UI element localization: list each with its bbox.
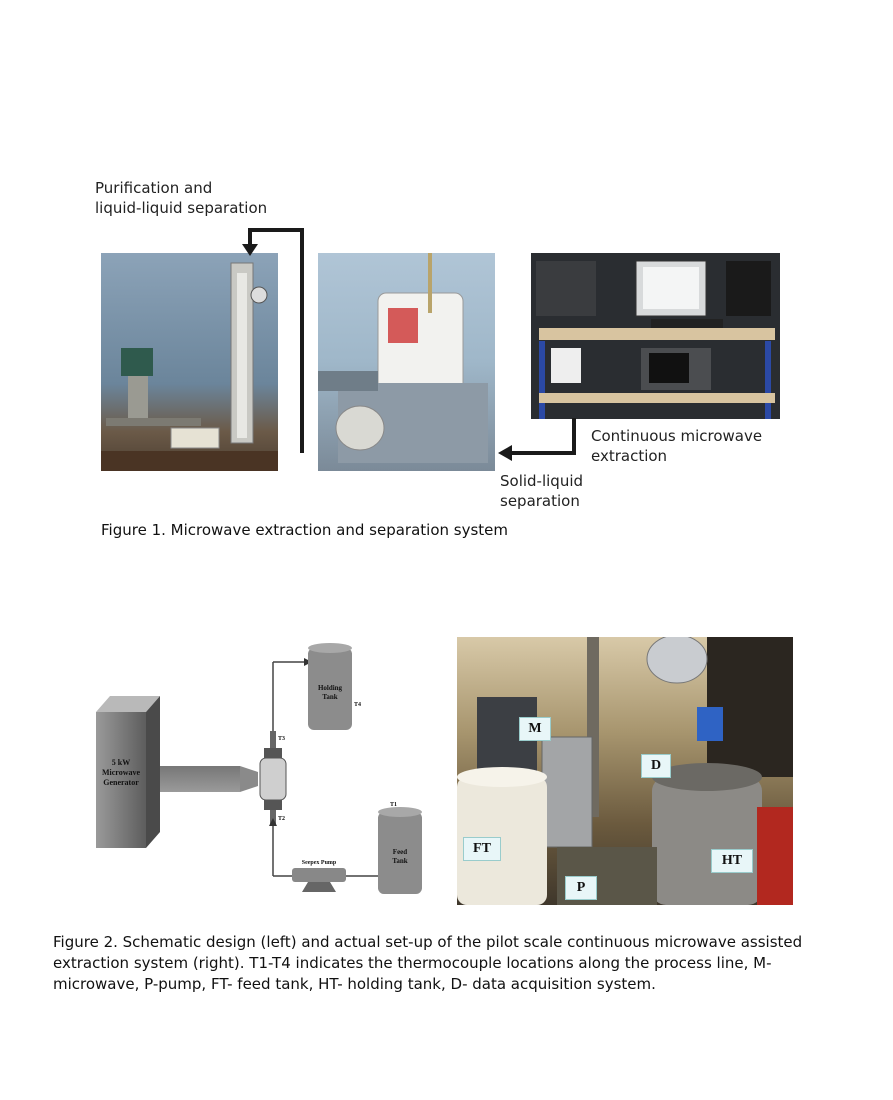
continuous-extraction-label-2: extraction	[591, 447, 668, 465]
figure-2-caption-line-1: Figure 2. Schematic design (left) and ac…	[53, 933, 803, 951]
figure-2-caption-line-3: microwave, P-pump, FT- feed tank, HT- ho…	[53, 975, 656, 993]
generator-label-3: Generator	[103, 778, 139, 787]
holding-tank-label-1: Holding	[318, 684, 343, 692]
figure-1-caption: Figure 1. Microwave extraction and separ…	[101, 521, 509, 539]
arrow-head-purification	[242, 244, 258, 256]
feed-tank-label-2: Tank	[392, 857, 407, 865]
microwave-generator	[96, 712, 146, 848]
figure-2-caption-line-2: extraction system (right). T1-T4 indicat…	[53, 954, 772, 972]
photo-purification	[101, 253, 278, 471]
solid-liquid-label: Solid-liquid	[500, 472, 584, 490]
tag-ht: HT	[711, 849, 753, 873]
tag-p: P	[565, 876, 597, 900]
applicator	[259, 757, 287, 801]
continuous-extraction-label: Continuous microwave	[591, 427, 763, 445]
tag-m: M	[519, 717, 551, 741]
computer-cart-illustration	[531, 253, 780, 419]
waveguide-horn	[240, 766, 258, 792]
pump-label: Seepex Pump	[302, 860, 337, 866]
photo-continuous-extraction	[531, 253, 780, 419]
holding-tank-illustration	[318, 253, 488, 463]
seepex-pump	[292, 868, 346, 882]
holding-tank	[308, 648, 352, 730]
arrow-to-purification	[248, 228, 304, 453]
generator-side	[146, 696, 160, 848]
t2-label: T2	[278, 816, 285, 822]
tag-ft: FT	[463, 837, 501, 861]
arrow-head-solid-liquid	[498, 445, 512, 461]
arrow-to-solid-liquid	[510, 418, 576, 455]
purification-label: Purification and	[95, 179, 213, 197]
photo-holding-tank	[318, 253, 495, 471]
t1-label: T1	[390, 802, 397, 808]
pilot-setup-illustration	[457, 637, 793, 905]
feed-tank	[378, 812, 422, 894]
waveguide	[160, 766, 240, 792]
process-arrows	[242, 228, 576, 461]
photo-pilot-setup: M D FT P HT	[457, 637, 793, 905]
generator-label-2: Microwave	[102, 768, 141, 777]
generator-label-1: 5 kW	[112, 758, 130, 767]
purification-label-2: liquid-liquid separation	[95, 199, 268, 217]
schematic-diagram: 5 kW Microwave Generator Holding Tank Fe…	[96, 643, 422, 894]
tag-d: D	[641, 754, 671, 778]
feed-tank-label-1: Feed	[393, 848, 407, 856]
holding-tank-label-2: Tank	[322, 693, 337, 701]
solid-liquid-label-2: separation	[500, 492, 580, 510]
t4-label: T4	[354, 702, 361, 708]
t3-label: T3	[278, 736, 285, 742]
generator-top	[96, 696, 160, 712]
purification-apparatus-illustration	[101, 262, 278, 471]
